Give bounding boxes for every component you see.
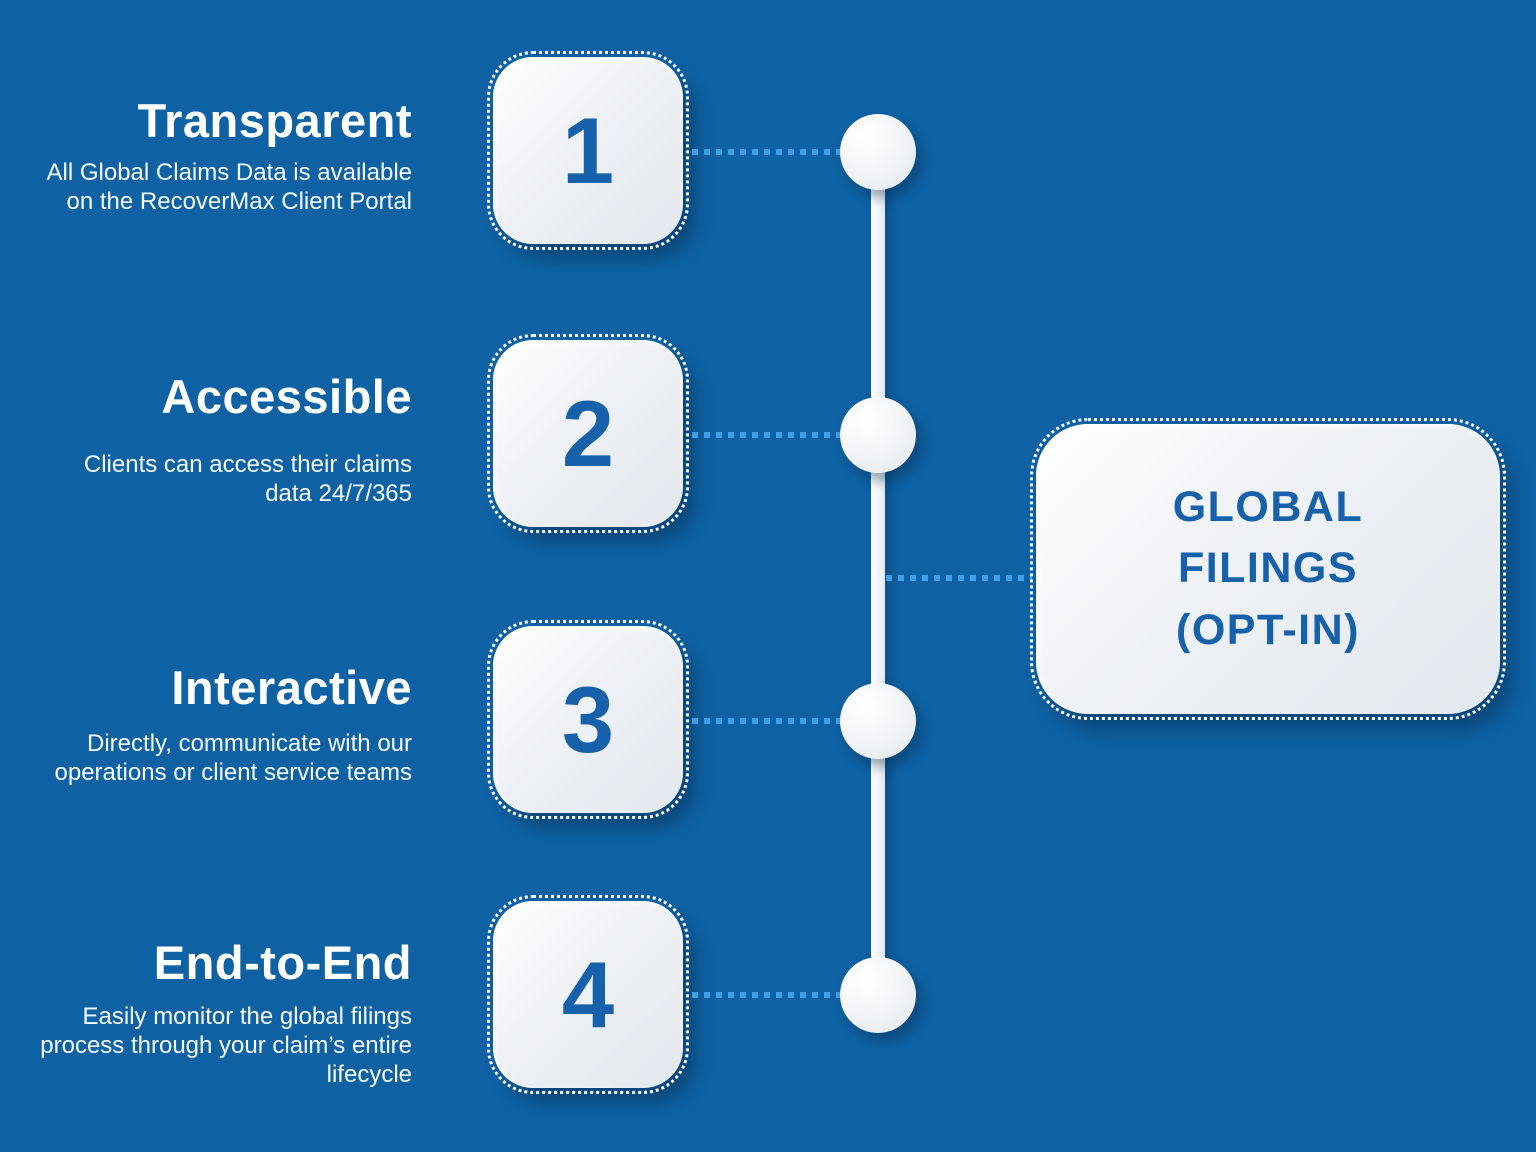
step-4-number-card: 4 <box>487 895 689 1094</box>
step-3-number-card: 3 <box>487 620 689 819</box>
connector-step-1 <box>692 149 840 155</box>
step-4-label: End-to-End Easily monitor the global fil… <box>20 936 412 1089</box>
connector-callout <box>886 575 1032 581</box>
step-4-description: Easily monitor the global filings proces… <box>40 1002 412 1088</box>
step-4-number: 4 <box>561 941 615 1047</box>
step-1-description: All Global Claims Data is available on t… <box>46 158 412 215</box>
step-1-label: Transparent All Global Claims Data is av… <box>20 94 412 216</box>
step-3-description: Directly, communicate with our operation… <box>54 729 413 786</box>
connector-step-2 <box>692 432 840 438</box>
step-3-label: Interactive Directly, communicate with o… <box>20 661 413 787</box>
global-filings-card: GLOBAL FILINGS (OPT-IN) <box>1030 418 1506 720</box>
step-2-description: Clients can access their claims data 24/… <box>83 450 412 507</box>
global-filings-label: GLOBAL FILINGS (OPT-IN) <box>1172 483 1364 654</box>
step-4-title: End-to-End <box>153 936 412 989</box>
step-1-number-card: 1 <box>487 51 689 250</box>
step-2-title: Accessible <box>161 370 412 423</box>
timeline-node-3 <box>840 683 916 759</box>
step-3-title: Interactive <box>171 661 412 714</box>
step-1-title: Transparent <box>137 94 412 147</box>
step-1-number: 1 <box>561 97 615 203</box>
step-2-number: 2 <box>561 380 615 486</box>
timeline-node-2 <box>840 397 916 473</box>
step-2-label: Accessible Clients can access their clai… <box>20 370 412 508</box>
timeline-node-1 <box>840 114 916 190</box>
step-2-number-card: 2 <box>487 334 689 533</box>
timeline-node-4 <box>840 957 916 1033</box>
step-3-number: 3 <box>561 666 615 772</box>
connector-step-4 <box>692 992 840 998</box>
timeline-line <box>871 152 885 995</box>
connector-step-3 <box>692 718 840 724</box>
